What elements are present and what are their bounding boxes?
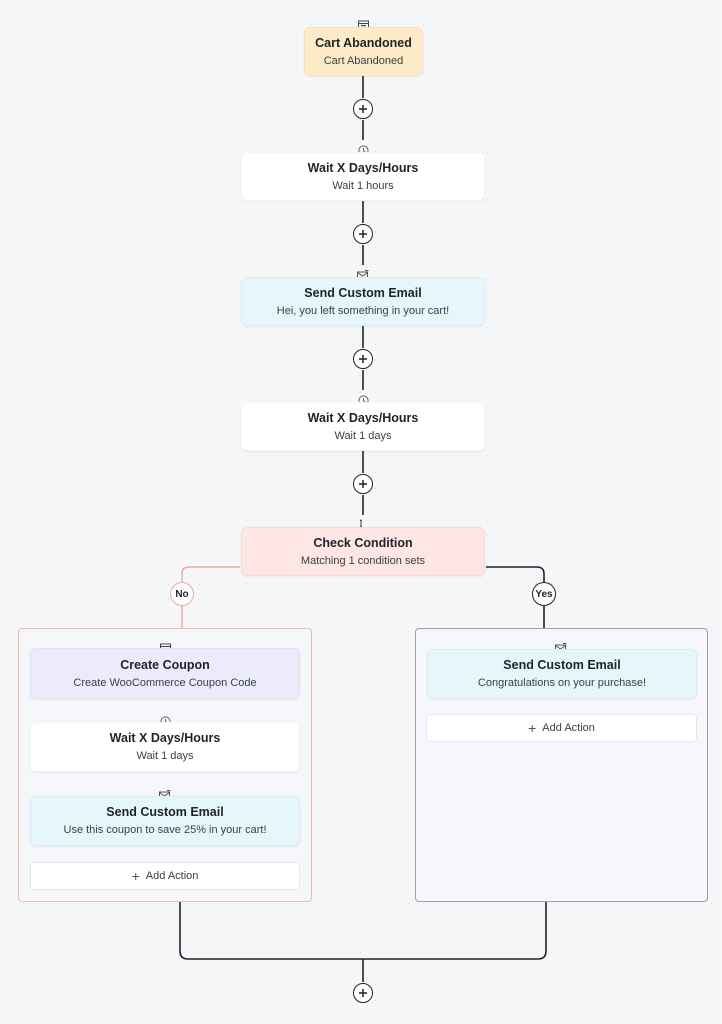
node-subtitle: Hei, you left something in your cart! <box>276 304 450 317</box>
branch-yes-badge: Yes <box>532 582 556 606</box>
add-step-button[interactable] <box>353 349 373 369</box>
add-action-button-no[interactable]: + Add Action <box>30 862 300 890</box>
node-title: Check Condition <box>313 535 413 550</box>
plus-icon: + <box>131 867 140 884</box>
plus-icon: + <box>528 719 537 736</box>
node-title: Send Custom Email <box>503 658 621 672</box>
trigger-node-cart-abandoned[interactable]: Cart Abandoned Cart Abandoned <box>304 27 423 76</box>
branch-no-badge: No <box>170 582 194 606</box>
node-subtitle: Congratulations on your purchase! <box>477 677 647 689</box>
add-action-label: Add Action <box>145 870 199 882</box>
node-title: Cart Abandoned <box>315 35 412 50</box>
node-title: Create Coupon <box>120 657 210 672</box>
email-node-yes-branch[interactable]: Send Custom Email Congratulations on you… <box>427 649 697 699</box>
add-step-button[interactable] <box>353 99 373 119</box>
node-title: Wait X Days/Hours <box>109 731 221 745</box>
add-step-button[interactable] <box>353 474 373 494</box>
node-subtitle: Cart Abandoned <box>323 54 404 67</box>
add-step-button[interactable] <box>353 983 373 1003</box>
wait-node-1[interactable]: Wait X Days/Hours Wait 1 hours <box>241 152 485 201</box>
wait-node-2[interactable]: Wait X Days/Hours Wait 1 days <box>241 402 485 451</box>
node-subtitle: Wait 1 days <box>334 429 392 442</box>
node-subtitle: Create WooCommerce Coupon Code <box>73 676 257 689</box>
node-title: Wait X Days/Hours <box>307 160 419 175</box>
add-action-button-yes[interactable]: + Add Action <box>426 714 697 742</box>
node-subtitle: Wait 1 hours <box>332 179 394 192</box>
add-action-label: Add Action <box>542 722 595 734</box>
condition-node[interactable]: Check Condition Matching 1 condition set… <box>241 527 485 576</box>
node-subtitle: Matching 1 condition sets <box>300 554 426 567</box>
coupon-node[interactable]: Create Coupon Create WooCommerce Coupon … <box>30 648 300 699</box>
email-node-1[interactable]: Send Custom Email Hei, you left somethin… <box>241 277 485 326</box>
node-subtitle: Use this coupon to save 25% in your cart… <box>63 824 267 836</box>
add-step-button[interactable] <box>353 224 373 244</box>
node-subtitle: Wait 1 days <box>136 750 194 762</box>
email-node-no-branch[interactable]: Send Custom Email Use this coupon to sav… <box>30 796 300 846</box>
node-title: Send Custom Email <box>304 285 422 300</box>
node-title: Send Custom Email <box>106 805 224 819</box>
wait-node-no-branch[interactable]: Wait X Days/Hours Wait 1 days <box>30 722 300 772</box>
node-title: Wait X Days/Hours <box>307 410 419 425</box>
